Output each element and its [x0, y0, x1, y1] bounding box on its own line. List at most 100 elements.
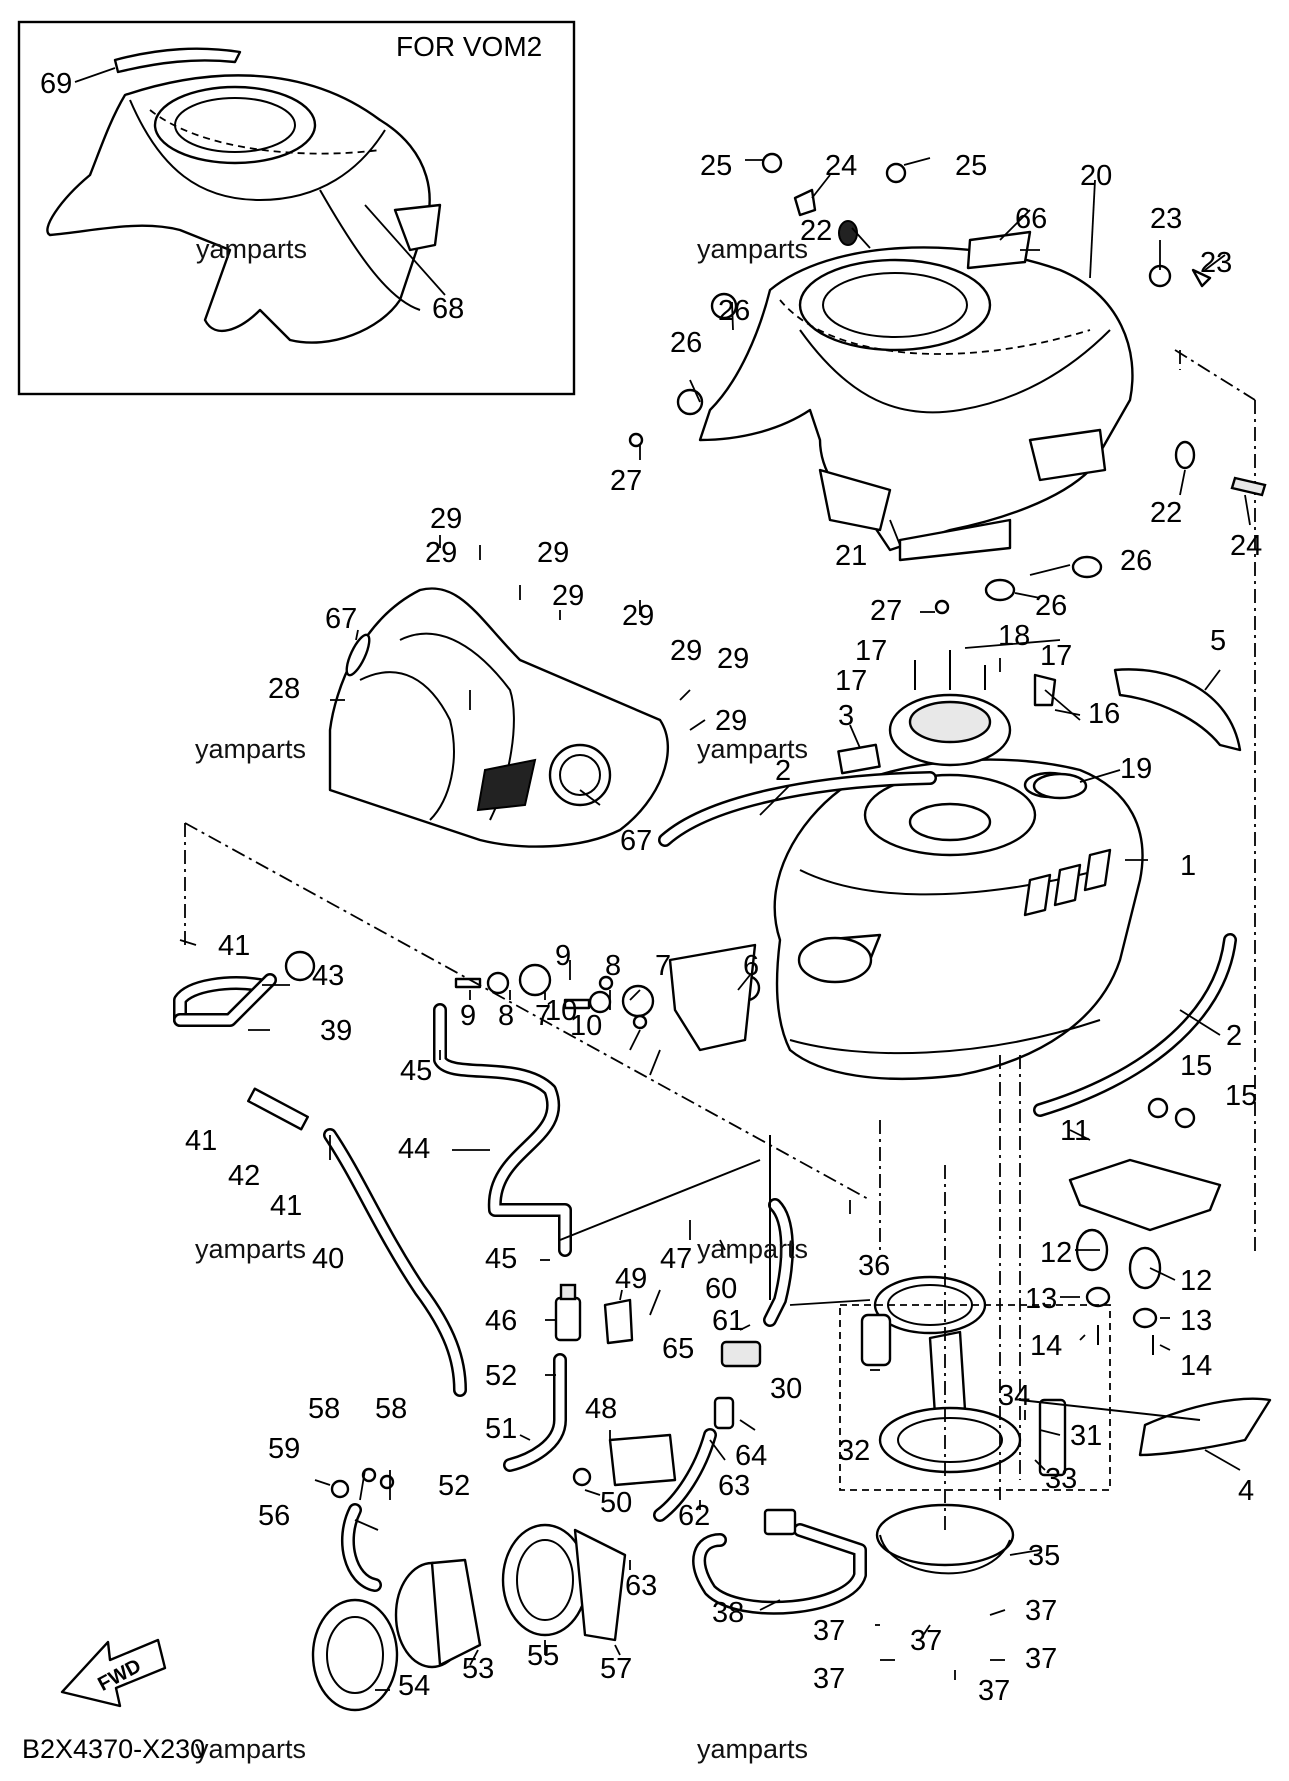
callout-29h: 29	[715, 705, 747, 737]
callout-24b: 24	[1230, 530, 1262, 562]
callout-25b: 25	[955, 150, 987, 182]
inset-title: FOR VOM2	[396, 31, 542, 62]
watermark: yamparts	[697, 1734, 808, 1764]
callout-41c: 41	[270, 1190, 302, 1222]
inset-tank-cover	[46, 47, 442, 344]
callout-26a: 26	[718, 295, 750, 327]
callout-29c: 29	[537, 537, 569, 569]
callout-4: 4	[1238, 1475, 1254, 1507]
callout-7a: 7	[655, 950, 671, 982]
callout-29e: 29	[622, 600, 654, 632]
callout-numbers: 25 25 24 24 20 23 23 66 22 22 26 26 26 2…	[185, 150, 1262, 1707]
callout-17a: 17	[855, 635, 887, 667]
watermark: yamparts	[196, 234, 307, 264]
callout-37c: 37	[910, 1625, 942, 1657]
callout-15a: 15	[1180, 1050, 1212, 1082]
callout-62: 62	[678, 1500, 710, 1532]
callout-17c: 17	[1040, 640, 1072, 672]
callout-13b: 13	[1180, 1305, 1212, 1337]
callout-9a: 9	[555, 940, 571, 972]
callout-43: 43	[312, 960, 344, 992]
callout-19: 19	[1120, 753, 1152, 785]
tank-trim-strips	[658, 771, 1237, 1117]
callout-20: 20	[1080, 160, 1112, 192]
callout-50: 50	[600, 1487, 632, 1519]
callout-54: 54	[398, 1670, 430, 1702]
callout-64: 64	[735, 1440, 767, 1472]
callout-63a: 63	[718, 1470, 750, 1502]
callout-58a: 58	[308, 1393, 340, 1425]
callout-24a: 24	[825, 150, 857, 182]
callout-3: 3	[838, 700, 854, 732]
callout-30: 30	[770, 1373, 802, 1405]
callout-51: 51	[485, 1413, 517, 1445]
callout-25a: 25	[700, 150, 732, 182]
watermark: yamparts	[697, 734, 808, 764]
callout-17b: 17	[835, 665, 867, 697]
callout-9b: 9	[460, 1000, 476, 1032]
callout-6: 6	[743, 950, 759, 982]
callout-41b: 41	[185, 1125, 217, 1157]
side-cover	[328, 587, 670, 848]
callout-26d: 26	[1035, 590, 1067, 622]
leader-lines	[179, 157, 1251, 1691]
callout-58b: 58	[375, 1393, 407, 1425]
leader-69	[74, 67, 116, 83]
callout-2b: 2	[1226, 1020, 1242, 1052]
callout-66: 66	[1015, 203, 1047, 235]
callout-29d: 29	[552, 580, 584, 612]
callout-67a: 67	[325, 603, 357, 635]
callout-27b: 27	[870, 595, 902, 627]
callout-29a: 29	[430, 503, 462, 535]
callout-65: 65	[662, 1333, 694, 1365]
fwd-arrow: FWD	[60, 1638, 167, 1708]
callout-23a: 23	[1150, 203, 1182, 235]
callout-29g: 29	[717, 643, 749, 675]
callout-36: 36	[858, 1250, 890, 1282]
callout-56: 56	[258, 1500, 290, 1532]
callout-10b: 10	[570, 1010, 602, 1042]
hardware-parts	[454, 152, 1272, 1457]
callout-1: 1	[1180, 850, 1196, 882]
callout-29b: 29	[425, 537, 457, 569]
callout-37a: 37	[1025, 1595, 1057, 1627]
callout-39: 39	[320, 1015, 352, 1047]
callout-2a: 2	[775, 755, 791, 787]
callout-52b: 52	[438, 1470, 470, 1502]
callout-28: 28	[268, 673, 300, 705]
watermark: yamparts	[195, 1234, 306, 1264]
callout-53: 53	[462, 1653, 494, 1685]
callout-22b: 22	[1150, 497, 1182, 529]
watermark: yamparts	[195, 1734, 306, 1764]
callout-15b: 15	[1225, 1080, 1257, 1112]
callout-37f: 37	[978, 1675, 1010, 1707]
callout-69: 69	[40, 68, 72, 100]
callout-32: 32	[838, 1435, 870, 1467]
callout-26b: 26	[670, 327, 702, 359]
callout-31: 31	[1070, 1420, 1102, 1452]
callout-61: 61	[712, 1305, 744, 1337]
callout-33: 33	[1045, 1463, 1077, 1495]
callout-34: 34	[998, 1380, 1030, 1412]
callout-35: 35	[1028, 1540, 1060, 1572]
callout-8b: 8	[498, 1000, 514, 1032]
callout-12b: 12	[1180, 1265, 1212, 1297]
callout-23b: 23	[1200, 247, 1232, 279]
callout-14a: 14	[1030, 1330, 1062, 1362]
callout-29f: 29	[670, 635, 702, 667]
callout-37b: 37	[813, 1615, 845, 1647]
callout-52a: 52	[485, 1360, 517, 1392]
callout-13a: 13	[1025, 1283, 1057, 1315]
tank-top-cover	[698, 230, 1256, 1255]
callout-45a: 45	[400, 1055, 432, 1087]
callout-27a: 27	[610, 465, 642, 497]
callout-47: 47	[660, 1243, 692, 1275]
callout-45b: 45	[485, 1243, 517, 1275]
watermark: yamparts	[195, 734, 306, 764]
callout-40: 40	[312, 1243, 344, 1275]
callout-10a: 10	[545, 995, 577, 1027]
callout-49: 49	[615, 1263, 647, 1295]
callout-37e: 37	[813, 1663, 845, 1695]
watermark: yamparts	[697, 234, 808, 264]
